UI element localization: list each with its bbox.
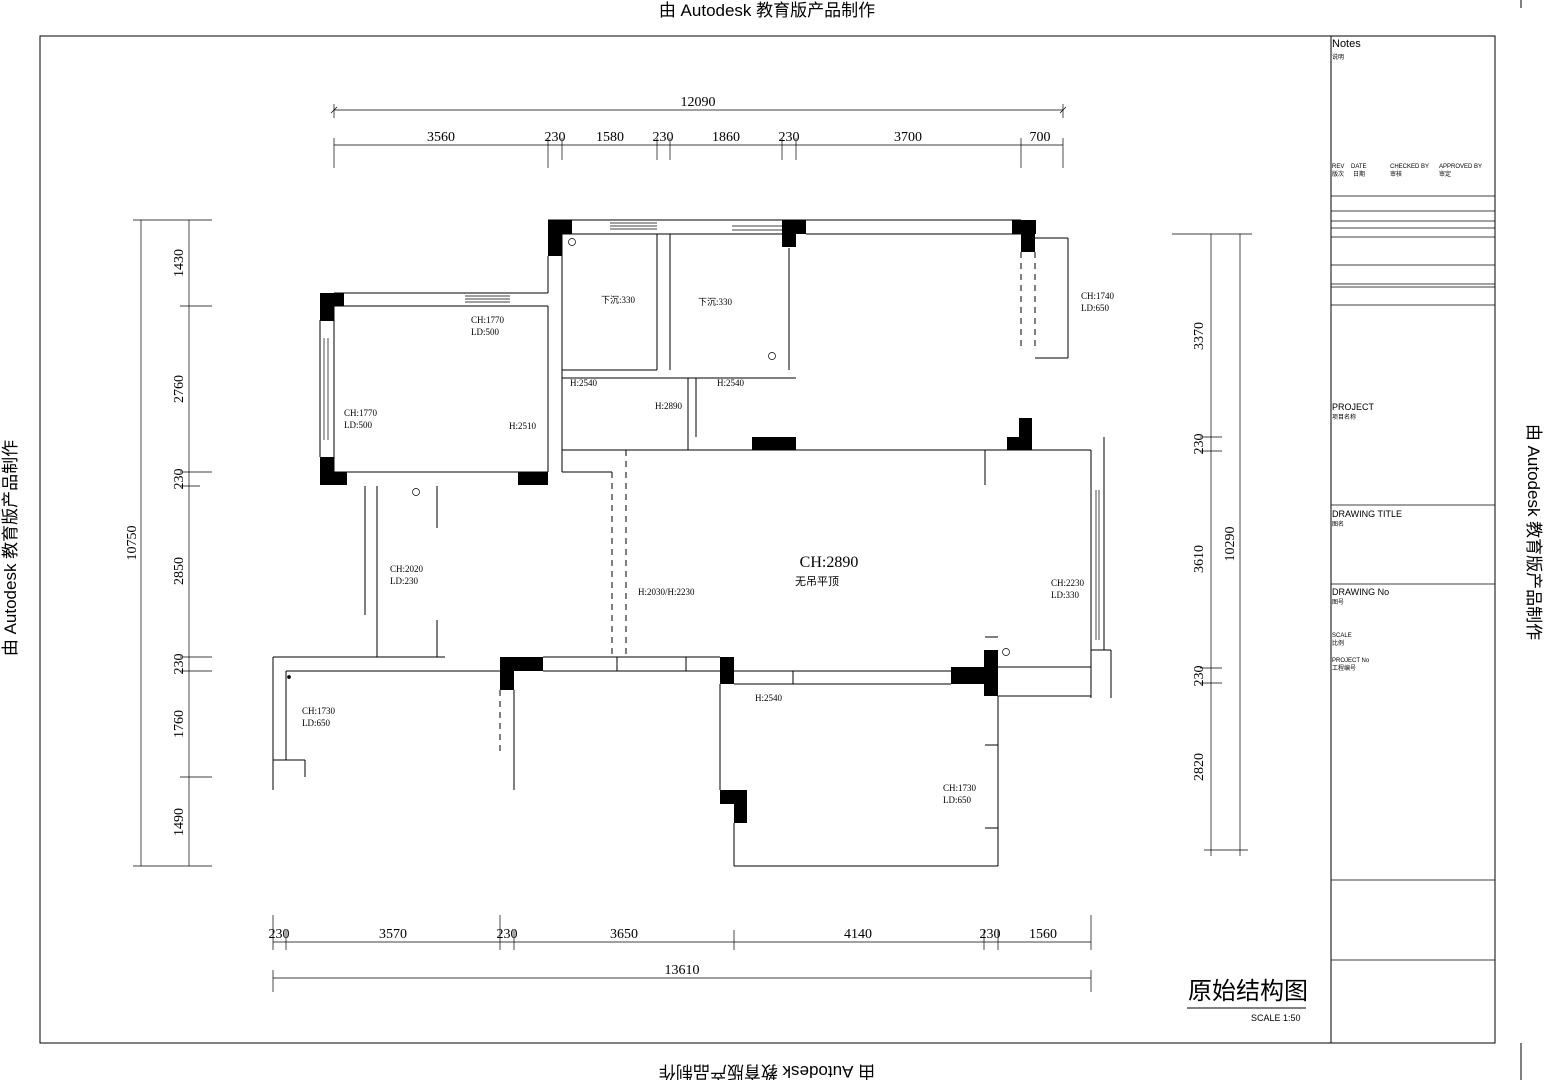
tb-drawing-no-sub: 图号 bbox=[1332, 599, 1344, 606]
room-label: CH:1770 bbox=[471, 315, 505, 325]
dim-right-seg-3: 3610 bbox=[1192, 545, 1207, 573]
dim-right-total: 10290 bbox=[1223, 527, 1238, 562]
tb-rev: REV bbox=[1332, 164, 1344, 170]
drawing-scale: SCALE 1:50 bbox=[1251, 1013, 1301, 1023]
tb-scale: SCALE bbox=[1332, 633, 1352, 639]
watermark-right: 由 Autodesk 教育版产品制作 bbox=[1524, 424, 1543, 640]
dim-left-seg-2: 2760 bbox=[172, 375, 187, 403]
watermark-bottom: 由 Autodesk 教育版产品制作 bbox=[659, 1062, 875, 1080]
tb-drawing-no: DRAWING No bbox=[1332, 587, 1389, 597]
dim-left-seg-3: 230 bbox=[172, 469, 187, 490]
room-label: CH:1740 bbox=[1081, 291, 1115, 301]
room-label: 下沉:330 bbox=[698, 297, 733, 307]
dimension-left: 10750 1430 2760 230 2850 230 1760 1490 bbox=[125, 219, 212, 867]
tb-approved: APPROVED BY bbox=[1439, 164, 1482, 170]
room-label: CH:1730 bbox=[943, 783, 977, 793]
room-label: LD:330 bbox=[1051, 590, 1079, 600]
dim-bottom-seg-6: 230 bbox=[980, 927, 1001, 942]
room-label: 下沉:330 bbox=[601, 295, 636, 305]
dim-bottom-seg-4: 3650 bbox=[610, 927, 638, 942]
tb-project: PROJECT bbox=[1332, 402, 1375, 412]
plan-windows bbox=[323, 222, 1100, 640]
dim-bottom-total: 13610 bbox=[665, 963, 700, 978]
drawing-title-block: 原始结构图 SCALE 1:50 bbox=[1187, 978, 1308, 1023]
tb-project-sub: 项目名称 bbox=[1332, 413, 1356, 421]
tb-date: DATE bbox=[1351, 164, 1367, 170]
dim-top-seg-2: 230 bbox=[545, 130, 566, 145]
room-label: H:2540 bbox=[717, 378, 745, 388]
room-label: CH:2020 bbox=[390, 564, 424, 574]
tb-notes-sub: 说明 bbox=[1332, 53, 1344, 61]
room-label: LD:650 bbox=[943, 795, 971, 805]
tb-approved-sub: 审定 bbox=[1439, 170, 1451, 178]
room-label: H:2540 bbox=[570, 378, 598, 388]
room-label: LD:650 bbox=[1081, 303, 1109, 313]
dimension-top: 12090 3560 230 1580 230 1860 230 3700 70… bbox=[330, 95, 1067, 168]
dim-left-seg-1: 1430 bbox=[172, 249, 187, 277]
tb-project-no: PROJECT No bbox=[1332, 658, 1370, 664]
room-label: CH:1730 bbox=[302, 706, 336, 716]
dim-top-seg-1: 3560 bbox=[427, 130, 455, 145]
dim-bottom-seg-7: 1560 bbox=[1029, 927, 1057, 942]
plan-columns bbox=[320, 220, 1036, 823]
title-block: Notes 说明 REV 版次 DATE 日期 CHECKED BY 审核 AP… bbox=[1331, 38, 1496, 961]
main-ceiling-note: 无吊平顶 bbox=[795, 575, 839, 588]
room-label: CH:2230 bbox=[1051, 578, 1085, 588]
plan-walls bbox=[272, 219, 1112, 867]
dim-left-seg-4: 2850 bbox=[172, 557, 187, 585]
dim-left-total: 10750 bbox=[125, 526, 140, 561]
dim-bottom-seg-1: 230 bbox=[269, 927, 290, 942]
dim-left-seg-7: 1490 bbox=[172, 808, 187, 836]
dim-top-seg-8: 700 bbox=[1030, 130, 1051, 145]
dim-top-seg-6: 230 bbox=[779, 130, 800, 145]
dim-top-seg-4: 230 bbox=[653, 130, 674, 145]
sheet-border bbox=[39, 35, 1496, 1044]
dim-right-seg-2: 230 bbox=[1192, 434, 1207, 455]
dim-bottom-seg-5: 4140 bbox=[844, 927, 872, 942]
room-label: H:2030/H:2230 bbox=[638, 587, 695, 597]
tb-drawing-title-sub: 图名 bbox=[1332, 520, 1344, 528]
watermark-left: 由 Autodesk 教育版产品制作 bbox=[1, 440, 20, 656]
room-label: LD:500 bbox=[471, 327, 499, 337]
tb-checked-sub: 审核 bbox=[1390, 170, 1402, 178]
dim-right-seg-5: 2820 bbox=[1192, 753, 1207, 781]
room-label: LD:650 bbox=[302, 718, 330, 728]
dimension-bottom: 230 3570 230 3650 4140 230 1560 13610 bbox=[269, 915, 1092, 992]
tb-notes: Notes bbox=[1332, 38, 1361, 50]
dim-top-seg-7: 3700 bbox=[894, 130, 922, 145]
dim-left-seg-5: 230 bbox=[172, 654, 187, 675]
room-label: H:2540 bbox=[755, 693, 783, 703]
dim-bottom-seg-3: 230 bbox=[497, 927, 518, 942]
dim-right-seg-4: 230 bbox=[1192, 666, 1207, 687]
tb-date-sub: 日期 bbox=[1353, 170, 1365, 178]
room-label: LD:500 bbox=[344, 420, 372, 430]
room-label: H:2890 bbox=[655, 401, 683, 411]
plan-openings bbox=[499, 252, 1036, 752]
room-label: LD:230 bbox=[390, 576, 418, 586]
tb-project-no-sub: 工程编号 bbox=[1332, 664, 1356, 672]
drawing-title: 原始结构图 bbox=[1188, 978, 1308, 1005]
dim-right-seg-1: 3370 bbox=[1192, 322, 1207, 350]
main-ceiling-height: CH:2890 bbox=[800, 554, 859, 571]
dim-top-seg-3: 1580 bbox=[596, 130, 624, 145]
tb-scale-sub: 比例 bbox=[1332, 639, 1344, 647]
dim-top-total: 12090 bbox=[681, 95, 716, 110]
plan-fixtures bbox=[287, 238, 1010, 679]
room-label: CH:1770 bbox=[344, 408, 378, 418]
dim-bottom-seg-2: 3570 bbox=[379, 927, 407, 942]
dimension-right: 3370 230 3610 230 2820 10290 bbox=[1172, 233, 1252, 856]
room-label: H:2510 bbox=[509, 421, 537, 431]
room-labels: CH:2890 无吊平顶 CH:1770 LD:500 CH:1770 LD:5… bbox=[302, 291, 1115, 805]
tb-rev-sub: 版次 bbox=[1332, 170, 1344, 178]
watermark-top: 由 Autodesk 教育版产品制作 bbox=[659, 1, 875, 20]
tb-drawing-title: DRAWING TITLE bbox=[1332, 509, 1402, 519]
dim-left-seg-6: 1760 bbox=[172, 710, 187, 738]
dim-top-seg-5: 1860 bbox=[712, 130, 740, 145]
tb-checked: CHECKED BY bbox=[1390, 164, 1429, 170]
